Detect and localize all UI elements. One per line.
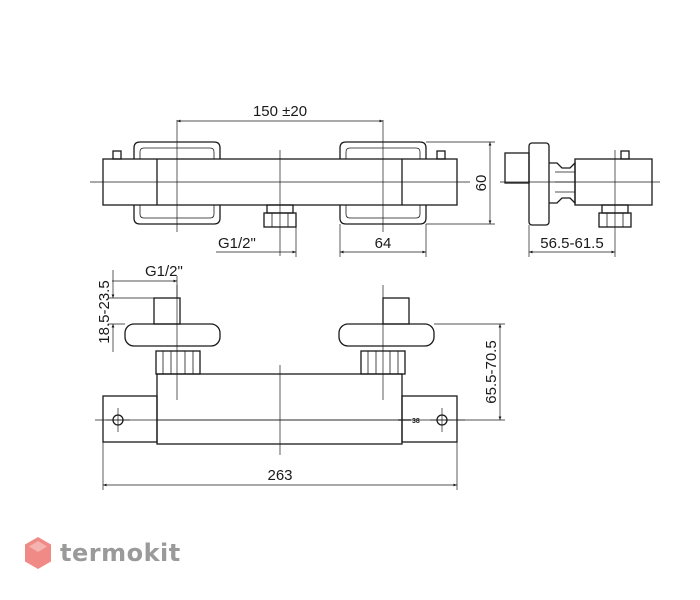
dim-spacing: 150 ±20 [253,103,307,120]
front-left-cap [102,395,158,443]
hexagon-logo-icon [25,537,51,569]
marking-label: 38 [412,418,420,425]
right-stem [382,297,410,325]
top-view-dimensions: 150 ±20 G1/2" 64 60 [177,103,495,257]
front-view-dimensions: G1/2" 18.5-23.5 65.5-70.5 263 [96,263,505,490]
dim-thread-side: G1/2" [145,263,183,280]
right-flange [338,323,435,347]
left-stem [153,297,181,325]
side-view [500,142,660,235]
front-right-cap [401,395,458,443]
top-view [90,120,470,256]
side-view-dimensions: 56.5-61.5 [528,225,616,257]
logo-text: termokit [60,539,181,567]
dim-thread-top: G1/2" [218,235,256,252]
left-flange [124,323,221,347]
dim-height-range: 65.5-70.5 [483,340,500,403]
dim-total-length: 263 [267,467,292,484]
dim-depth-range: 56.5-61.5 [540,235,603,252]
termokit-logo: termokit [24,536,181,570]
left-nut [155,350,201,375]
dim-height-60: 60 [473,175,490,192]
dim-offset-range: 18.5-23.5 [96,280,113,343]
front-view: 38 [95,285,465,455]
dim-width-64: 64 [375,235,392,252]
front-body [156,373,403,445]
